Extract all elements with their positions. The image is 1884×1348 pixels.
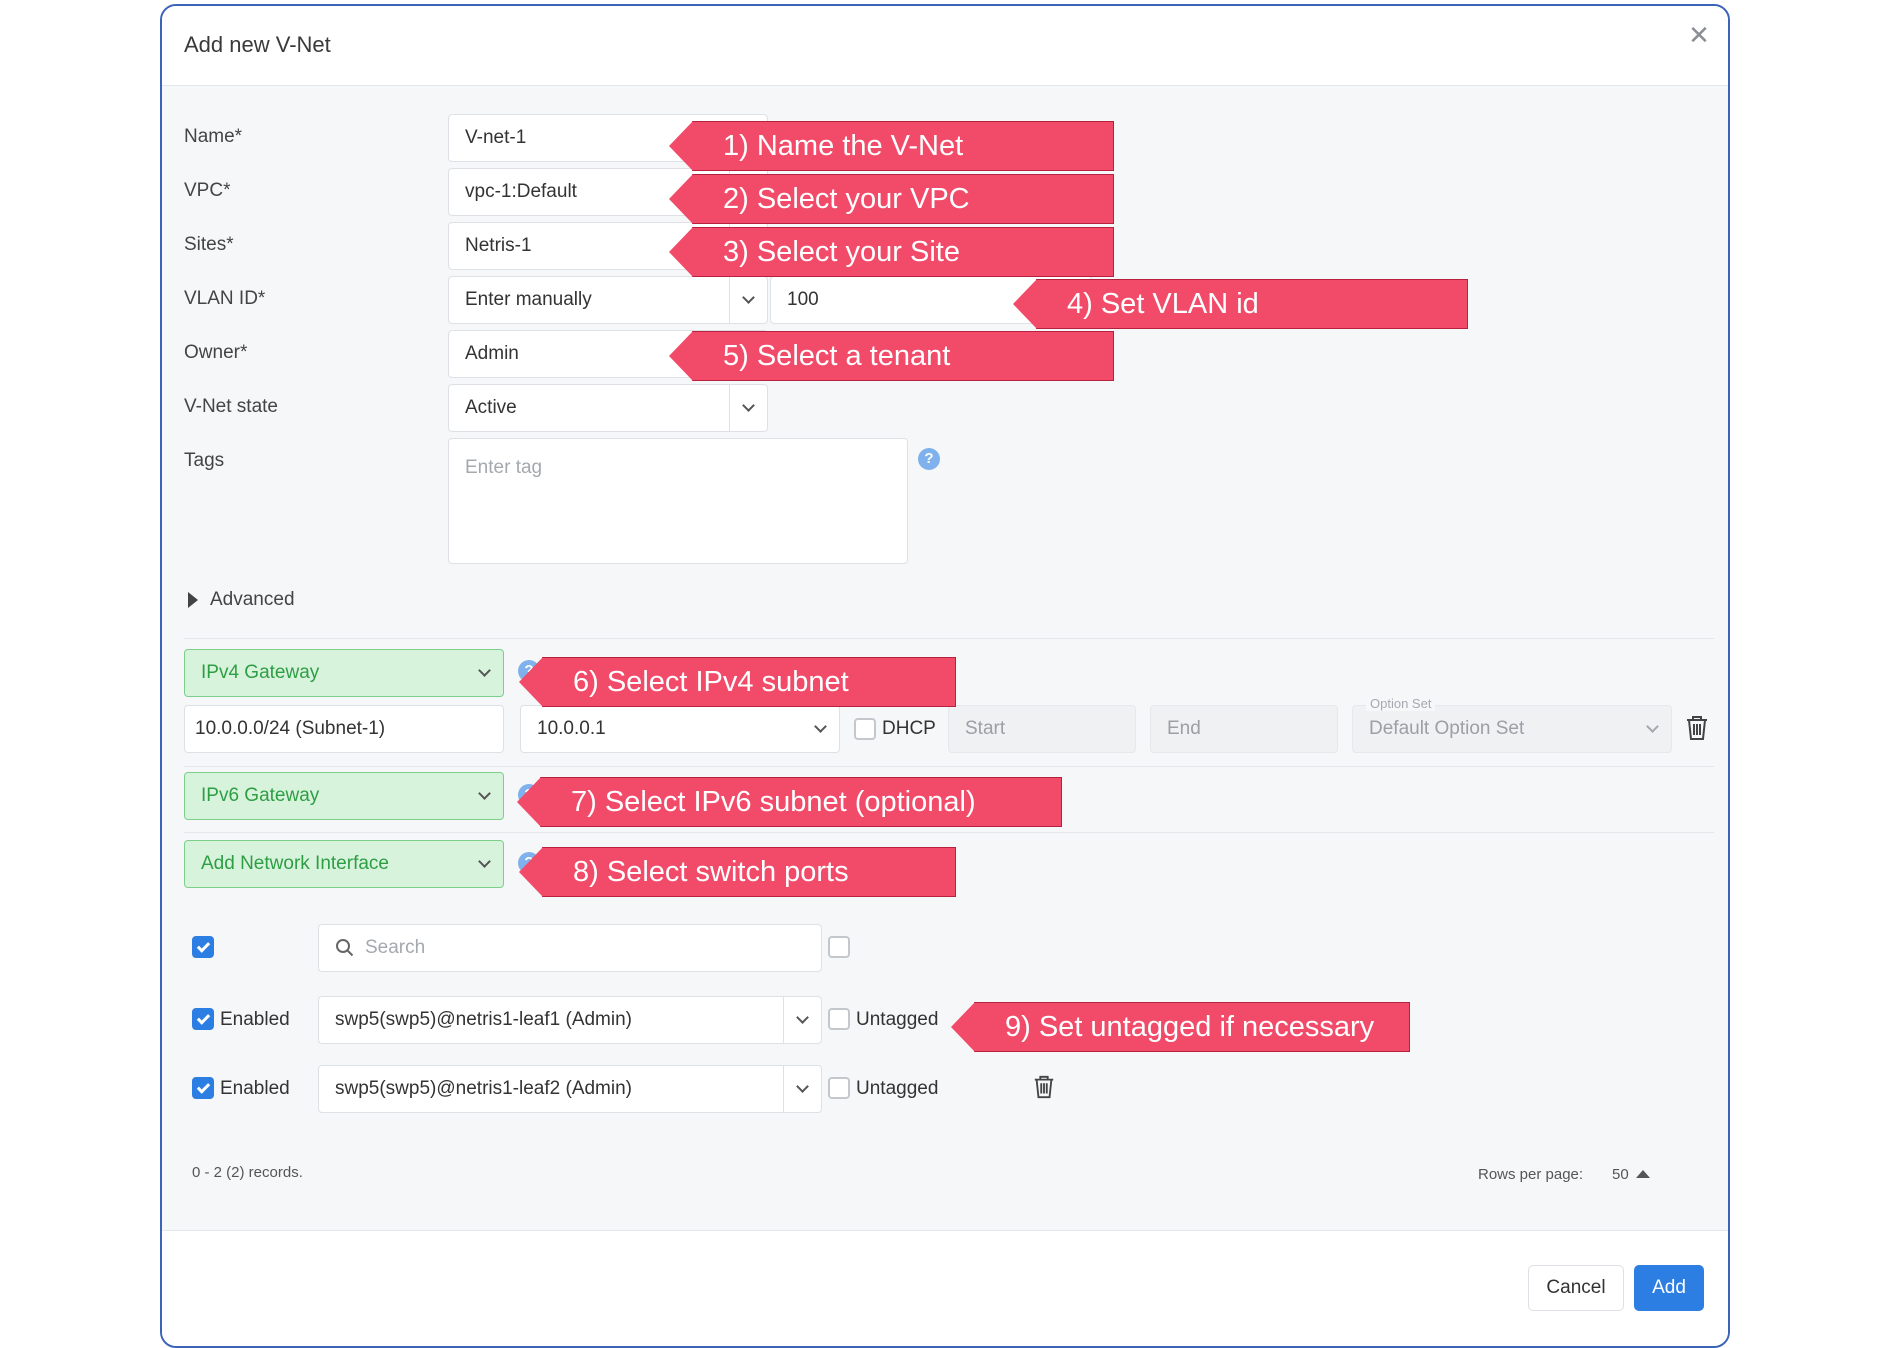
vlan-id-value: 100 (787, 289, 819, 310)
gateway-value: 10.0.0.1 (537, 718, 606, 739)
option-set-select[interactable]: Default Option Set (1352, 705, 1672, 753)
trash-icon[interactable] (1032, 1074, 1056, 1100)
dialog-footer: Cancel Add (162, 1230, 1728, 1346)
owner-label: Owner* (184, 342, 248, 363)
gateway-select[interactable]: 10.0.0.1 (520, 705, 840, 753)
divider (184, 766, 1714, 767)
enabled-checkbox[interactable] (192, 1008, 214, 1030)
callout-6: 6) Select IPv4 subnet (519, 657, 956, 707)
chevron-down-icon (465, 650, 503, 696)
add-button[interactable]: Add (1634, 1265, 1704, 1311)
help-icon[interactable]: ? (918, 448, 940, 470)
divider (184, 638, 1714, 639)
search-input[interactable]: Search (318, 924, 822, 972)
add-network-interface-select[interactable]: Add Network Interface (184, 840, 504, 888)
untagged-all-checkbox[interactable] (828, 936, 850, 958)
chevron-down-icon (729, 385, 767, 431)
chevron-down-icon (465, 773, 503, 819)
dhcp-end-placeholder: End (1167, 718, 1201, 739)
untagged-checkbox[interactable] (828, 1008, 850, 1030)
rows-per-page-value[interactable]: 50 (1612, 1166, 1629, 1183)
dhcp-label: DHCP (882, 718, 936, 739)
ipv6-gateway-label: IPv6 Gateway (201, 785, 320, 806)
chevron-down-icon (783, 997, 821, 1043)
vlan-mode-value: Enter manually (465, 289, 592, 310)
port-select[interactable]: swp5(swp5)@netris1-leaf2 (Admin) (318, 1065, 822, 1113)
vnet-state-value: Active (465, 397, 517, 418)
records-count: 0 - 2 (2) records. (192, 1164, 303, 1181)
sites-value: Netris-1 (465, 235, 532, 256)
callout-7: 7) Select IPv6 subnet (optional) (517, 777, 1062, 827)
rows-per-page-label: Rows per page: (1478, 1166, 1584, 1183)
chevron-down-icon (1633, 706, 1671, 752)
cancel-button[interactable]: Cancel (1528, 1265, 1624, 1311)
name-label: Name* (184, 126, 243, 147)
ipv4-gateway-select[interactable]: IPv4 Gateway (184, 649, 504, 697)
enabled-label: Enabled (220, 1009, 290, 1030)
chevron-down-icon (729, 277, 767, 323)
vlan-label: VLAN ID* (184, 288, 266, 309)
trash-icon[interactable] (1684, 714, 1710, 742)
chevron-down-icon (465, 841, 503, 887)
vpc-value: vpc-1:Default (465, 181, 577, 202)
callout-9: 9) Set untagged if necessary (951, 1002, 1410, 1052)
close-icon[interactable]: ✕ (1688, 20, 1710, 50)
chevron-down-icon (783, 1066, 821, 1112)
enabled-checkbox[interactable] (192, 1077, 214, 1099)
option-set-label: Option Set (1366, 696, 1436, 711)
subnet-select[interactable]: 10.0.0.0/24 (Subnet-1) (184, 705, 504, 753)
add-vnet-dialog: Add new V-Net ✕ Name* V-net-1 VPC* vpc-1… (160, 4, 1730, 1348)
enabled-label: Enabled (220, 1078, 290, 1099)
callout-4: 4) Set VLAN id (1013, 279, 1468, 329)
port-value: swp5(swp5)@netris1-leaf1 (Admin) (335, 1009, 632, 1030)
untagged-checkbox[interactable] (828, 1077, 850, 1099)
divider (184, 832, 1714, 833)
port-select[interactable]: swp5(swp5)@netris1-leaf1 (Admin) (318, 996, 822, 1044)
dhcp-start-input[interactable]: Start (948, 705, 1136, 753)
vnet-state-select[interactable]: Active (448, 384, 768, 432)
ipv6-gateway-select[interactable]: IPv6 Gateway (184, 772, 504, 820)
name-value: V-net-1 (465, 127, 527, 148)
chevron-down-icon (801, 706, 839, 752)
vnet-state-label: V-Net state (184, 396, 278, 417)
callout-1: 1) Name the V-Net (669, 121, 1114, 171)
search-icon (336, 939, 354, 957)
untagged-label: Untagged (856, 1078, 939, 1099)
dhcp-end-input[interactable]: End (1150, 705, 1338, 753)
select-all-checkbox[interactable] (192, 936, 214, 958)
callout-5: 5) Select a tenant (669, 331, 1114, 381)
dhcp-start-placeholder: Start (965, 718, 1006, 739)
callout-3: 3) Select your Site (669, 227, 1114, 277)
tags-label: Tags (184, 450, 225, 471)
add-network-interface-label: Add Network Interface (201, 853, 389, 874)
tags-input[interactable]: Enter tag (448, 438, 908, 564)
port-value: swp5(swp5)@netris1-leaf2 (Admin) (335, 1078, 632, 1099)
advanced-toggle[interactable]: Advanced (210, 589, 295, 610)
tags-placeholder: Enter tag (465, 457, 543, 478)
dialog-header: Add new V-Net ✕ (162, 6, 1728, 86)
caret-right-icon[interactable] (188, 592, 198, 608)
untagged-label: Untagged (856, 1009, 939, 1030)
owner-value: Admin (465, 343, 519, 364)
subnet-value: 10.0.0.0/24 (Subnet-1) (195, 718, 386, 739)
dhcp-checkbox[interactable] (854, 718, 876, 740)
ipv4-gateway-label: IPv4 Gateway (201, 662, 320, 683)
search-placeholder: Search (365, 937, 426, 958)
callout-8: 8) Select switch ports (519, 847, 956, 897)
vlan-mode-select[interactable]: Enter manually (448, 276, 768, 324)
vpc-label: VPC* (184, 180, 231, 201)
caret-up-icon[interactable] (1636, 1170, 1650, 1178)
callout-2: 2) Select your VPC (669, 174, 1114, 224)
dialog-title: Add new V-Net (184, 32, 331, 57)
option-set-value: Default Option Set (1369, 718, 1525, 739)
sites-label: Sites* (184, 234, 234, 255)
